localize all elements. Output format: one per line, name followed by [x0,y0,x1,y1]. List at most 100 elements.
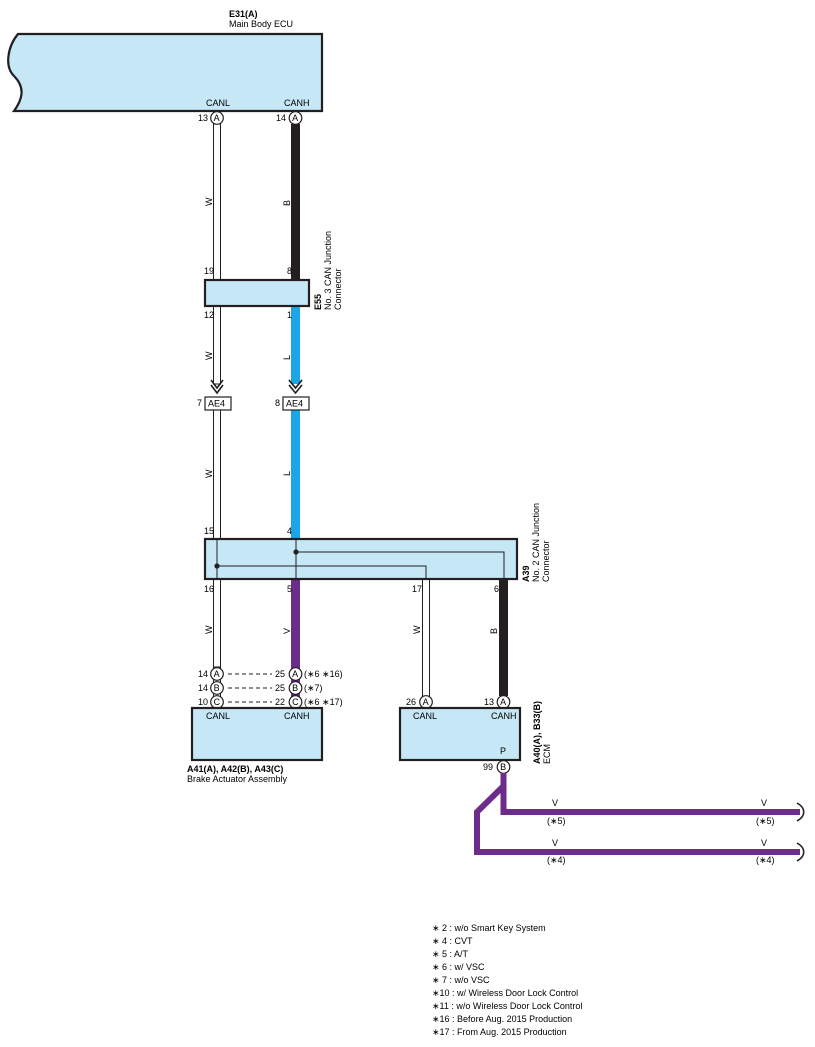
e55-name-1: No. 3 CAN Junction [323,231,333,310]
ae4-left-num: 7 [197,398,202,408]
p-branch-wires: V V (∗5) (∗5) V V (∗4) (∗4) [474,773,805,865]
ecm-p-label: P [500,746,506,756]
a39-pin-4: 4 [287,526,292,536]
ecm-pin-13: 13 [484,697,494,707]
branch-lower-v-left: V [552,838,558,848]
legend-item: ∗10 : w/ Wireless Door Lock Control [432,988,579,998]
branch-upper-v-left: V [552,798,558,808]
ecu-canl-label: CANL [206,98,230,108]
brake-row1-lconn: A [214,669,220,679]
brake-row1-rconn: A [292,669,298,679]
ecu-pin-14: 14 [276,113,286,123]
brake-row1-note: (∗6 ∗16) [304,669,343,679]
canh-wires [291,124,508,696]
brake-row2-rconn: B [292,683,298,693]
wire-label-b1: B [282,200,292,206]
wire-label-l1: L [282,355,292,360]
brake-name: Brake Actuator Assembly [187,774,288,784]
ecm-name: ECM [542,744,552,764]
brake-row1-rnum: 25 [275,669,285,679]
ae4-left-label: AE4 [208,399,225,409]
brake-canh-label: CANH [284,711,310,721]
brake-canl-label: CANL [206,711,230,721]
ecm-pin-13-conn: A [500,697,506,707]
legend-item: ∗ 4 : CVT [432,936,473,946]
ae4-right-num: 8 [275,398,280,408]
legend-item: ∗17 : From Aug. 2015 Production [432,1027,567,1037]
e55-pin-1: 1 [287,310,292,320]
legend: ∗ 2 : w/o Smart Key System ∗ 4 : CVT ∗ 5… [432,922,582,1039]
legend-item: ∗ 2 : w/o Smart Key System [432,923,546,933]
main-body-ecu: E31(A) Main Body ECU CANL CANH [7,9,324,113]
ae4-arrows [210,379,303,395]
branch-lower-note-right: (∗4) [756,855,775,865]
ecm-pin-26: 26 [406,697,416,707]
a39-name-1: No. 2 CAN Junction [531,503,541,582]
brake-row2-rnum: 25 [275,683,285,693]
brake-row1-lnum: 14 [198,669,208,679]
e55-name-2: Connector [333,268,343,310]
main-body-ecu-name: Main Body ECU [229,19,293,29]
ecu-pin-13-conn: A [214,113,220,123]
ae4-right-label: AE4 [286,399,303,409]
e55-pin-8: 8 [287,266,292,276]
wire-label-w5: W [412,625,422,634]
wire-color-labels: W B W L W L W V W B [204,197,499,634]
brake-code: A41(A), A42(B), A43(C) [187,764,283,774]
legend-item: ∗ 6 : w/ VSC [432,962,485,972]
e55-pin-19: 19 [204,266,214,276]
brake-row2-note: (∗7) [304,683,323,693]
ecm-canh-label: CANH [491,711,517,721]
main-body-ecu-code: E31(A) [229,9,258,19]
brake-row3-rconn: C [292,697,299,707]
brake-connector-rows: 14 A 25 A (∗6 ∗16) 14 B 25 B (∗7) 10 C 2… [198,667,343,709]
brake-row3-note: (∗6 ∗17) [304,697,343,707]
a39-pin-17: 17 [412,584,422,594]
ecu-pin-13: 13 [198,113,208,123]
a39-name-2: Connector [541,540,551,582]
wire-label-w4: W [204,625,214,634]
a39-pin-6: 6 [494,584,499,594]
branch-upper-note-left: (∗5) [547,816,566,826]
branch-lower-note-left: (∗4) [547,855,566,865]
brake-actuator-assembly: CANL CANH A41(A), A42(B), A43(C) Brake A… [187,706,324,784]
can-junction-3: 19 8 12 1 E55 No. 3 CAN Junction Connect… [203,231,343,320]
wire-label-w3: W [204,469,214,478]
a39-code: A39 [521,565,531,582]
canl-wire-white [213,123,430,697]
ecu-pins: 13 A 14 A [198,111,303,125]
brake-row3-rnum: 22 [275,697,285,707]
a39-pin-15: 15 [204,526,214,536]
ecu-pin-14-conn: A [292,113,298,123]
ecm-canl-label: CANL [413,711,437,721]
legend-item: ∗11 : w/o Wireless Door Lock Control [432,1001,583,1011]
legend-item: ∗ 7 : w/o VSC [432,975,490,985]
legend-item: ∗ 5 : A/T [432,949,469,959]
e55-code: E55 [313,294,323,310]
wire-label-w1: W [204,197,214,206]
ecm-pin-99: 99 [483,762,493,772]
wire-label-w2: W [204,351,214,360]
wire-label-l2: L [282,471,292,476]
branch-upper-note-right: (∗5) [756,816,775,826]
ae4-connectors: 7 AE4 8 AE4 [197,396,310,411]
a39-pin-16: 16 [204,584,214,594]
ecm-code: A40(A), B33(B) [532,701,542,764]
legend-item: ∗16 : Before Aug. 2015 Production [432,1014,573,1024]
can-junction-2: 15 4 16 5 17 6 A39 No. 2 CAN Junction Co… [203,503,551,594]
wire-label-b2: B [489,628,499,634]
wire-label-v1: V [282,628,292,634]
brake-row2-lnum: 14 [198,683,208,693]
branch-lower-v-right: V [761,838,767,848]
brake-row3-lnum: 10 [198,697,208,707]
brake-row3-lconn: C [214,697,221,707]
brake-row2-lconn: B [214,683,220,693]
e55-pin-12: 12 [204,310,214,320]
branch-upper-v-right: V [761,798,767,808]
a39-pin-5: 5 [287,584,292,594]
ecu-canh-label: CANH [284,98,310,108]
ecm-pin-99-conn: B [500,762,506,772]
ecm-pin-26-conn: A [423,697,429,707]
ecm: 26 A 13 A CANL CANH P A40(A), B33(B) ECM… [398,695,552,774]
